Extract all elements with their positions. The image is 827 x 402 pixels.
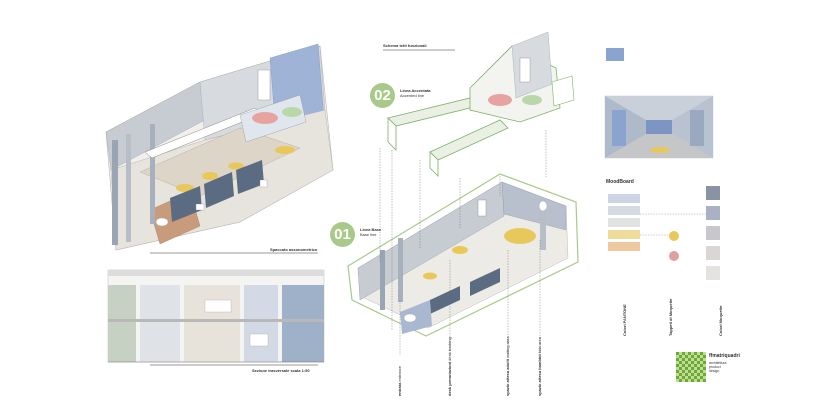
accented-line-number: 02: [370, 83, 395, 108]
callout-kids-area: spazio attesa bambini kids area: [537, 337, 542, 396]
logo-line-1: architettura: [709, 361, 727, 365]
base-line-subtitle: Base line: [360, 232, 377, 237]
functional-roofs-diagram: [387, 31, 575, 177]
perspective-render: [604, 95, 714, 159]
moodboard-row: [608, 194, 640, 203]
logo-name: ffmatriquadri: [709, 353, 740, 359]
base-line-number: 01: [330, 222, 355, 247]
moodboard-row: [608, 206, 640, 215]
moodboard-row: [608, 218, 640, 227]
roofs-title: Schema tetti funzionali: [383, 43, 427, 48]
logo-line-3: design: [709, 369, 720, 373]
accented-line-subtitle: Accented line: [400, 93, 425, 98]
moodboard-row: [608, 242, 640, 251]
cutaway-caption: Spaccato assonometrico: [270, 247, 318, 252]
section-caption: Sezione trasversale scala 1:50: [252, 368, 310, 373]
moodboard-row: [608, 230, 640, 239]
rug-dots: [669, 231, 679, 261]
moodboard-title: MoodBoard: [606, 179, 634, 185]
callout-lines: [379, 130, 547, 355]
legend-pantone-colors: Colori PANTONE: [622, 304, 627, 336]
base-line-title: Linea Base: [360, 227, 382, 232]
callout-desk-booking: desk prenotazioni desk booking: [447, 337, 452, 396]
blue-swatch: [606, 48, 624, 61]
studio-logo: [676, 352, 706, 382]
accented-line-title: Linea Accentata: [400, 88, 431, 93]
legend-carpet-colors: Colori Moquette: [718, 305, 723, 336]
pantone-swatches: [706, 186, 720, 280]
base-plan-axonometric: [347, 173, 579, 337]
legend-rug-types: Tappeti di Moquette: [668, 298, 673, 336]
callout-entrance: entrata entrance: [397, 365, 402, 396]
callout-waiting-area: spazio attesa adulti waiting area: [505, 336, 510, 396]
cross-section: [107, 269, 325, 363]
axonometric-cutaway: [105, 43, 334, 251]
logo-line-2: product: [709, 365, 721, 369]
